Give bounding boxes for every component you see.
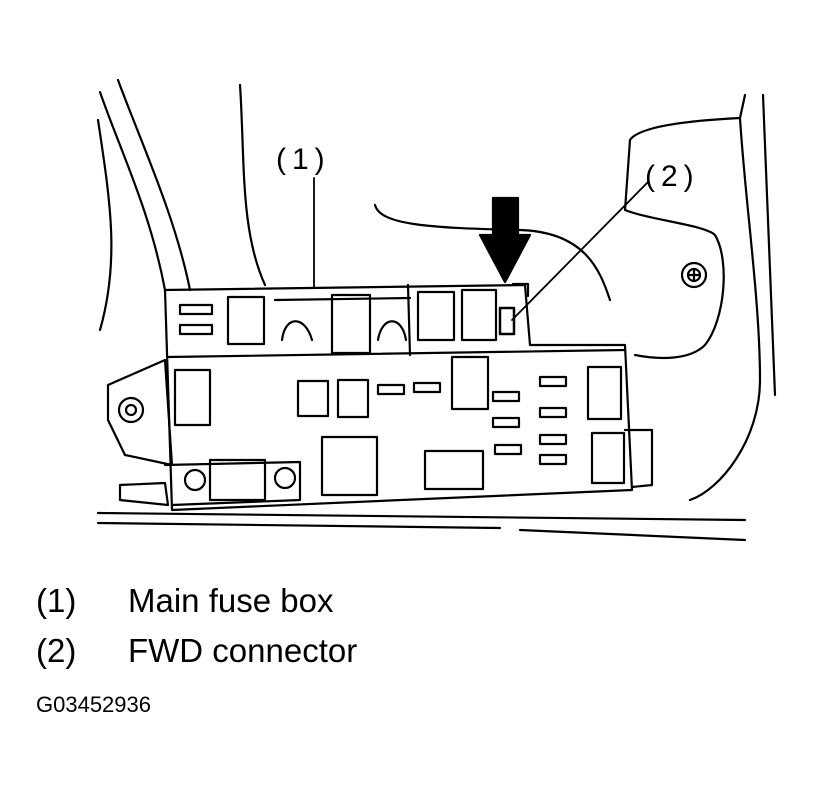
main-fuse-box xyxy=(106,283,654,512)
legend-text: FWD connector xyxy=(128,632,358,669)
figure-id: G03452936 xyxy=(36,692,151,717)
legend-number: (1) xyxy=(36,582,77,619)
fuse-box-diagram xyxy=(96,78,777,542)
arrow-down-icon xyxy=(478,196,532,284)
mounting-bolt-right xyxy=(680,261,708,289)
callout-1: (1) xyxy=(276,143,331,176)
legend-number: (2) xyxy=(36,632,77,669)
leader-line-2 xyxy=(511,181,649,321)
legend-text: Main fuse box xyxy=(128,582,334,619)
fwd-connector xyxy=(498,282,530,336)
vehicle-body-panel xyxy=(96,93,777,542)
wire-harness xyxy=(96,78,267,332)
callout-2: (2) xyxy=(645,160,700,193)
